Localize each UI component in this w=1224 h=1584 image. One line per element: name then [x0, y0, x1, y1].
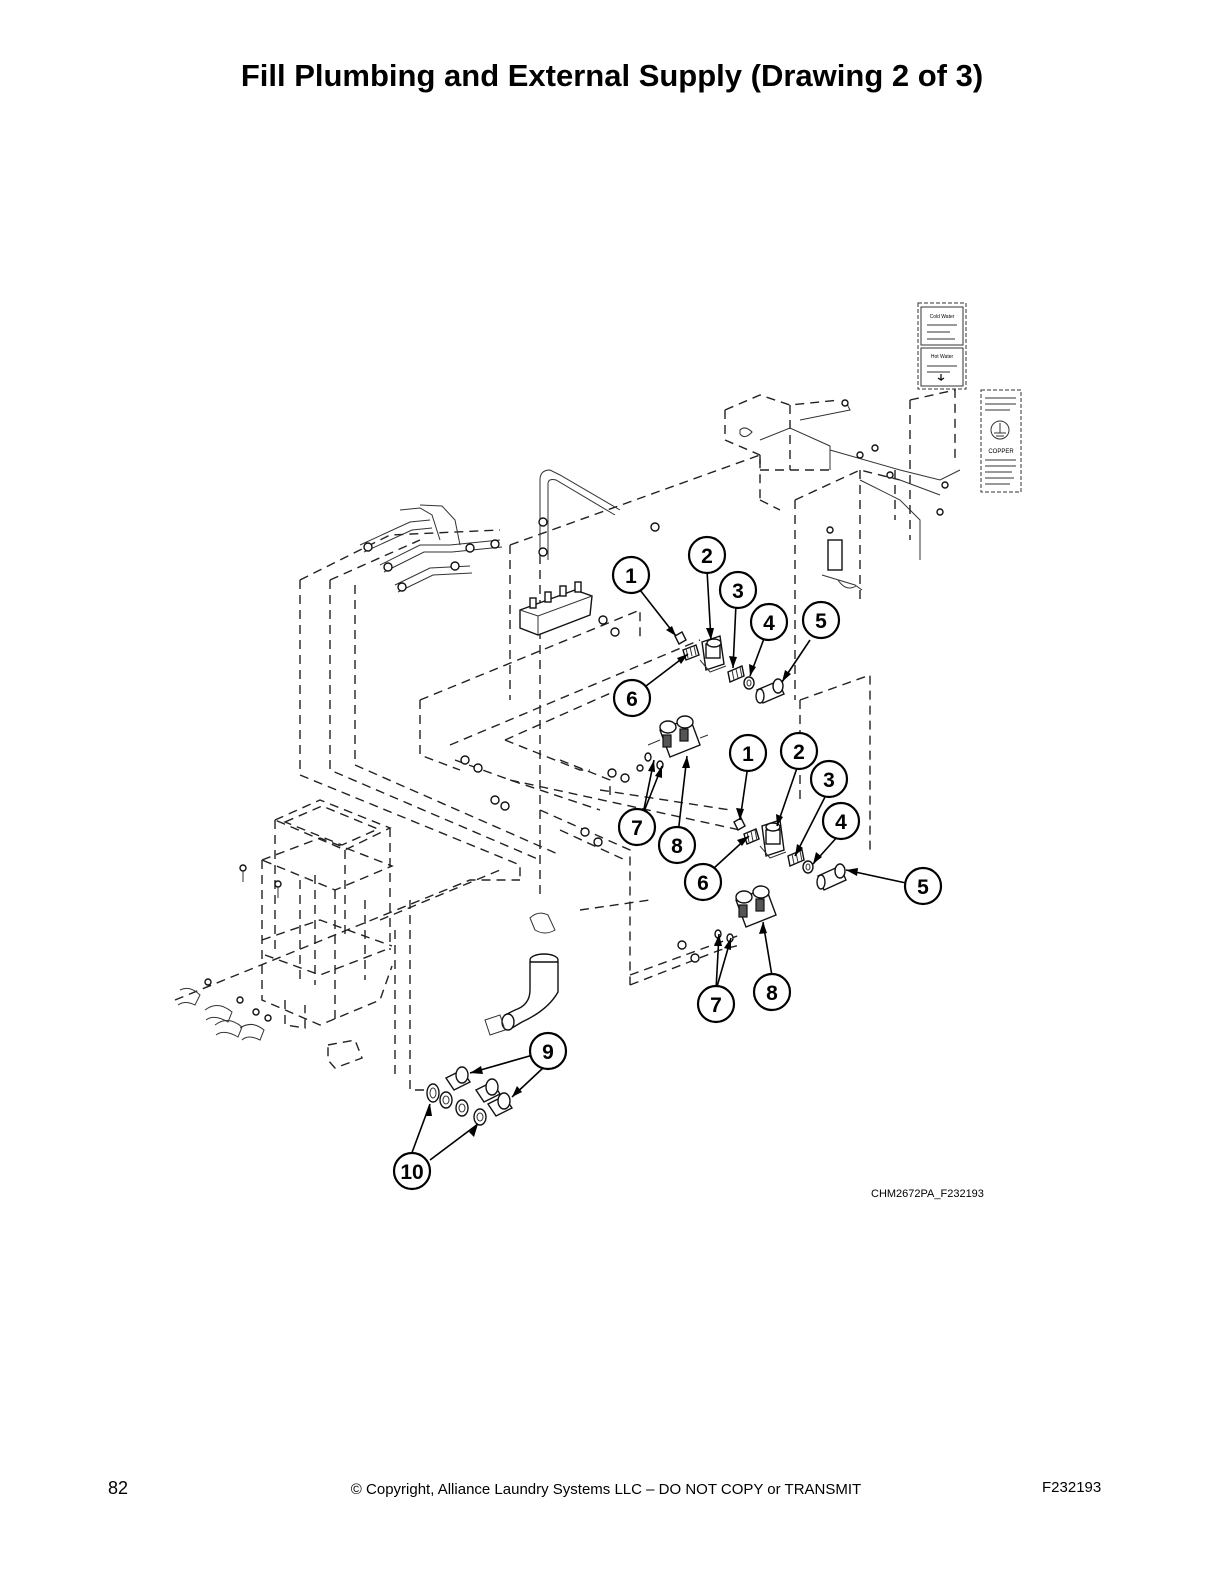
callout-1: 1	[611, 555, 651, 595]
decal-hot-water: Hot Water	[931, 354, 954, 360]
machine-frame-outline	[174, 394, 901, 1091]
svg-text:4: 4	[763, 612, 775, 635]
callouts-lower-valve: 1 2 3 4 5 6 7 8	[683, 731, 943, 1024]
callout-8: 8	[752, 972, 792, 1012]
svg-text:9: 9	[542, 1041, 554, 1064]
right-cabinet-details	[739, 389, 961, 591]
upper-fill-valve-assembly	[644, 631, 785, 770]
svg-text:3: 3	[732, 580, 744, 603]
supply-fittings	[426, 1066, 514, 1126]
callout-10: 10	[392, 1151, 432, 1191]
fill-manifold	[519, 581, 620, 637]
svg-text:6: 6	[626, 688, 638, 711]
decal-copper: COPPER	[988, 449, 1014, 455]
callout-6: 6	[683, 862, 723, 902]
decal-cold-water: Cold Water	[930, 314, 955, 320]
callout-7: 7	[696, 984, 736, 1024]
callout-2: 2	[779, 731, 819, 771]
callout-6: 6	[612, 678, 652, 718]
callouts-upper-valve: 1 2 3 4 5 6 7 8	[611, 535, 841, 865]
document-id: F232193	[1042, 1479, 1102, 1496]
callout-3: 3	[718, 570, 758, 610]
leader-lines	[409, 569, 907, 1161]
svg-text:2: 2	[793, 741, 805, 764]
callout-9: 9	[528, 1031, 568, 1071]
svg-text:2: 2	[701, 545, 713, 568]
svg-text:8: 8	[766, 982, 778, 1005]
callout-1: 1	[728, 733, 768, 773]
svg-text:1: 1	[742, 743, 754, 766]
callout-8: 8	[657, 825, 697, 865]
tank-hoses	[177, 978, 272, 1041]
callout-3: 3	[809, 759, 849, 799]
copyright-notice: © Copyright, Alliance Laundry Systems LL…	[350, 1481, 862, 1498]
line-fittings	[460, 755, 644, 811]
callout-4: 4	[749, 602, 789, 642]
callout-5: 5	[801, 600, 841, 640]
callout-2: 2	[687, 535, 727, 575]
svg-text:6: 6	[697, 872, 709, 895]
svg-text:8: 8	[671, 835, 683, 858]
supply-tank	[239, 799, 394, 1069]
svg-text:4: 4	[835, 811, 847, 834]
svg-text:10: 10	[400, 1161, 423, 1184]
svg-text:5: 5	[917, 876, 929, 899]
drain-elbow	[484, 912, 559, 1036]
page-number: 82	[108, 1478, 129, 1498]
drawing-reference: CHM2672PA_F232193	[871, 1188, 984, 1200]
callout-4: 4	[821, 801, 861, 841]
callouts-supply: 9 10	[392, 1031, 568, 1191]
copper-ground-decal: COPPER	[980, 389, 1022, 493]
svg-text:3: 3	[823, 769, 835, 792]
svg-text:7: 7	[631, 817, 643, 840]
page-title: Fill Plumbing and External Supply (Drawi…	[240, 58, 984, 93]
upper-left-hoses	[359, 469, 660, 593]
lower-fill-valve-assembly	[580, 817, 847, 963]
svg-text:7: 7	[710, 994, 722, 1017]
water-supply-decal: Cold Water Hot Water	[917, 302, 967, 390]
svg-text:1: 1	[625, 565, 637, 588]
callout-5: 5	[903, 866, 943, 906]
callout-7: 7	[617, 807, 657, 847]
svg-text:5: 5	[815, 610, 827, 633]
leader-arrowheads	[425, 626, 858, 1137]
